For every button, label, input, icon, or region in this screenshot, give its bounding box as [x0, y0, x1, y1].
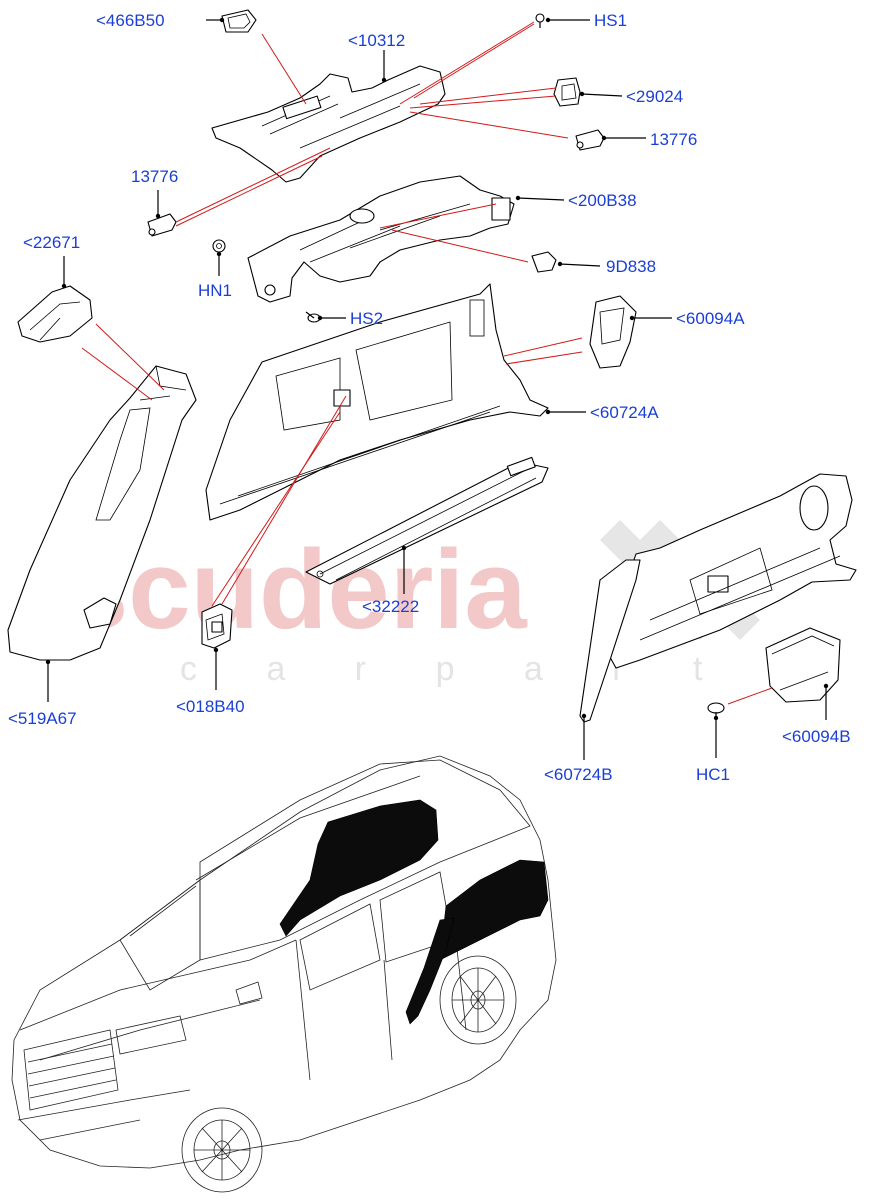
label-466B50: <466B50: [96, 11, 165, 30]
label-HS1: HS1: [594, 11, 627, 30]
part-13776-left-clip: [147, 213, 177, 237]
part-22671-cap: [17, 285, 93, 343]
part-60724A-main-trim: [205, 283, 549, 521]
label-10312: <10312: [348, 31, 405, 50]
part-HS1-screw: [535, 13, 545, 28]
part-60094A-bracket: [589, 295, 637, 369]
watermark-brand: scuderia: [66, 527, 527, 652]
highlight-rear-trim: [439, 859, 549, 961]
highlight-front-trim: [279, 799, 439, 937]
part-60094B-bracket: [765, 627, 841, 703]
label-018B40: <018B40: [176, 697, 245, 716]
part-13776-right-clip: [575, 129, 605, 151]
label-60094B: <60094B: [782, 727, 851, 746]
watermark-tagline: c a r p a r t s: [180, 650, 819, 688]
part-HN1-nut: [212, 239, 226, 253]
part-29024-clip: [553, 77, 581, 107]
label-200B38: <200B38: [568, 191, 637, 210]
label-13776-left: 13776: [131, 167, 178, 186]
label-HC1: HC1: [696, 765, 730, 784]
part-HC1-clip: [707, 702, 725, 718]
part-018B40-switch: [201, 603, 233, 649]
part-60724B-rear-trim: [579, 473, 857, 723]
label-22671: <22671: [23, 233, 80, 252]
label-60094A: <60094A: [676, 309, 745, 328]
part-32222-sill: [305, 456, 549, 585]
label-60724A: <60724A: [590, 403, 659, 422]
black-leader-lines: [45, 17, 829, 760]
label-32222: <32222: [362, 597, 419, 616]
label-HN1: HN1: [198, 281, 232, 300]
label-9D838: 9D838: [606, 257, 656, 276]
part-9D838-clip: [531, 251, 557, 273]
label-13776-right: 13776: [650, 130, 697, 149]
label-29024: <29024: [626, 87, 683, 106]
part-200B38-mid-trim: [247, 175, 515, 303]
part-HS2-screw: [305, 311, 321, 323]
part-10312-upper-trim: [211, 65, 446, 183]
part-519A67-pillar: [7, 365, 197, 661]
label-HS2: HS2: [350, 309, 383, 328]
label-519A67: <519A67: [8, 709, 77, 728]
red-leader-lines: [81, 21, 773, 705]
part-466B50-cap: [221, 9, 257, 33]
part-labels: <466B50 <10312 HS1 <29024 13776 13776 <2…: [8, 11, 851, 784]
vehicle-locator-illustration: [11, 755, 557, 1193]
label-60724B: <60724B: [544, 765, 613, 784]
highlight-pillar: [405, 917, 455, 1025]
